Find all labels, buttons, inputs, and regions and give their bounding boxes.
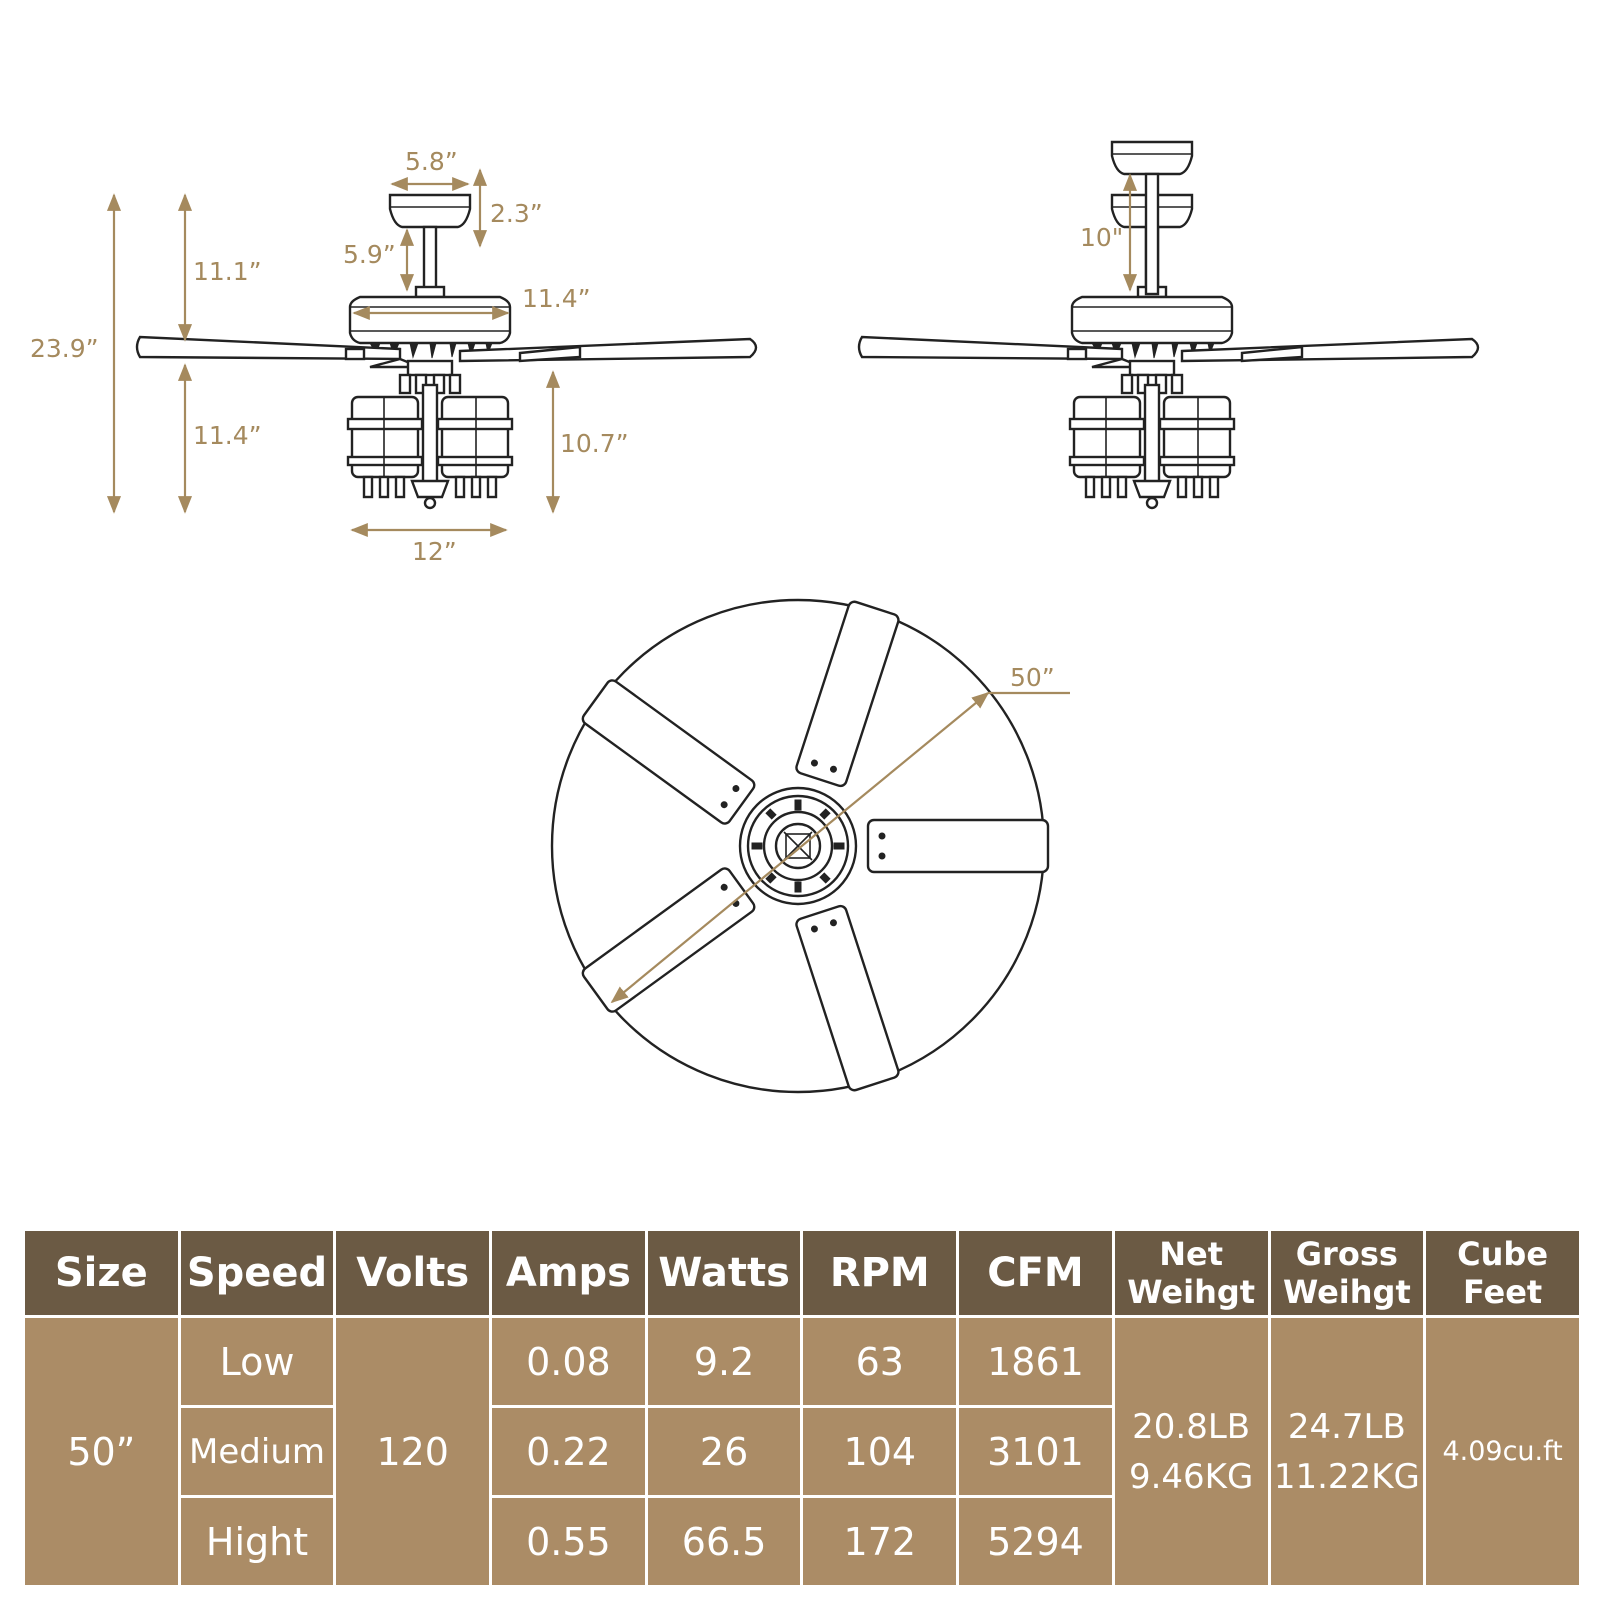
cell-amps: 0.22 bbox=[492, 1408, 645, 1495]
table-row: Hight 0.55 66.5 172 5294 bbox=[25, 1498, 1579, 1585]
cell-volts: 120 bbox=[336, 1318, 490, 1585]
header-gross-weight-line1: Gross bbox=[1295, 1235, 1398, 1273]
cell-speed: Hight bbox=[180, 1498, 334, 1585]
dim-upper-height: 11.1” bbox=[193, 257, 262, 286]
cell-cube-feet: 4.09cu.ft bbox=[1426, 1318, 1579, 1585]
dim-light-kit-height: 10.7” bbox=[560, 429, 629, 458]
dim-downrod-long: 10" bbox=[1080, 223, 1123, 252]
cell-gross-weight: 24.7LB 11.22KG bbox=[1270, 1318, 1424, 1585]
dim-blade-span: 50” bbox=[1010, 663, 1055, 692]
cell-net-weight: 20.8LB 9.46KG bbox=[1114, 1318, 1268, 1585]
cell-amps: 0.55 bbox=[492, 1498, 645, 1585]
dim-lower-height: 11.4” bbox=[193, 421, 262, 450]
table-row: 50” Low 120 0.08 9.2 63 1861 20.8LB 9.46K… bbox=[25, 1318, 1579, 1585]
dim-light-kit-width: 12” bbox=[412, 537, 457, 566]
header-cube-feet-line1: Cube bbox=[1457, 1235, 1549, 1273]
header-watts: Watts bbox=[647, 1231, 801, 1315]
fan-dimension-diagram: 5.8” 2.3” 5.9” 11.4” 23.9” 11.1” 11.4” 1… bbox=[30, 140, 1480, 1094]
net-weight-lb: 20.8LB bbox=[1132, 1406, 1251, 1447]
cell-speed: Medium bbox=[180, 1408, 334, 1495]
dim-total-height: 23.9” bbox=[30, 334, 99, 363]
header-size: Size bbox=[25, 1231, 178, 1315]
fan-top-view bbox=[550, 598, 1070, 1094]
header-net-weight-line1: Net bbox=[1159, 1235, 1224, 1273]
cell-rpm: 104 bbox=[803, 1408, 957, 1495]
cell-size: 50” bbox=[25, 1318, 178, 1585]
header-net-weight-line2: Weihgt bbox=[1127, 1273, 1256, 1311]
cell-rpm: 172 bbox=[803, 1498, 957, 1585]
cell-cfm: 3101 bbox=[959, 1408, 1112, 1495]
cell-cfm: 1861 bbox=[959, 1318, 1112, 1405]
header-amps: Amps bbox=[492, 1231, 645, 1315]
dim-canopy-height: 2.3” bbox=[490, 199, 543, 228]
net-weight-kg: 9.46KG bbox=[1128, 1456, 1254, 1497]
gross-weight-lb: 24.7LB bbox=[1287, 1406, 1406, 1447]
dim-motor-width: 11.4” bbox=[522, 284, 591, 313]
dim-downrod-short: 5.9” bbox=[343, 240, 396, 269]
header-gross-weight-line2: Weihgt bbox=[1282, 1273, 1411, 1311]
fan-side-view-left bbox=[135, 193, 758, 510]
cell-watts: 26 bbox=[647, 1408, 801, 1495]
cell-speed: Low bbox=[180, 1318, 334, 1405]
cell-watts: 66.5 bbox=[647, 1498, 801, 1585]
fan-side-view-right bbox=[857, 140, 1480, 510]
cell-watts: 9.2 bbox=[647, 1318, 801, 1405]
header-cube-feet-line2: Feet bbox=[1462, 1273, 1543, 1311]
table-row: Medium 0.22 26 104 3101 bbox=[25, 1408, 1579, 1495]
header-cfm: CFM bbox=[959, 1231, 1112, 1315]
header-volts: Volts bbox=[336, 1231, 490, 1315]
cell-rpm: 63 bbox=[803, 1318, 957, 1405]
header-speed: Speed bbox=[180, 1231, 334, 1315]
dim-canopy-width: 5.8” bbox=[405, 147, 458, 176]
cell-cfm: 5294 bbox=[959, 1498, 1112, 1585]
cell-amps: 0.08 bbox=[492, 1318, 645, 1405]
header-rpm: RPM bbox=[803, 1231, 957, 1315]
gross-weight-kg: 11.22KG bbox=[1273, 1456, 1420, 1497]
